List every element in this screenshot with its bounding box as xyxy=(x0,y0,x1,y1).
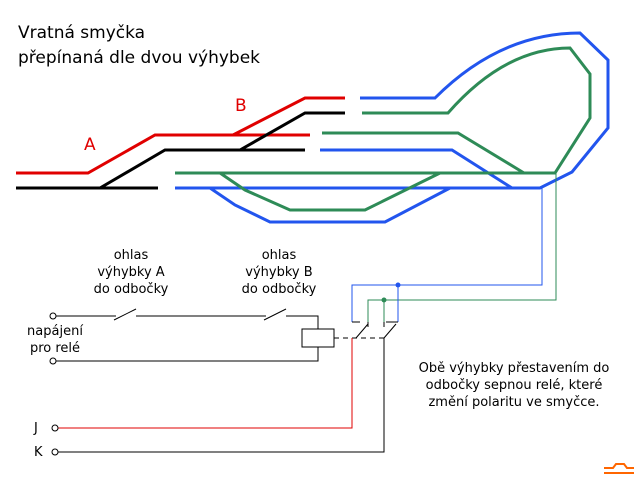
turnout-b-label: B xyxy=(235,96,247,116)
feedback-b-label: ohlas výhybky B do odbočky xyxy=(242,248,317,297)
power-label: napájení pro relé xyxy=(27,324,83,356)
junction-dot-blue xyxy=(395,282,401,288)
svg-text:výhybky A: výhybky A xyxy=(97,265,164,280)
svg-text:změní polaritu ve smyčce.: změní polaritu ve smyčce. xyxy=(428,395,599,410)
svg-text:výhybky B: výhybky B xyxy=(245,265,312,280)
svg-text:ohlas: ohlas xyxy=(262,248,297,263)
loop-feed-wires xyxy=(351,173,557,322)
power-terminal-1 xyxy=(49,312,57,320)
explanation-note: Obě výhybky přestavením do odbočky sepno… xyxy=(419,361,610,410)
power-terminal-2 xyxy=(49,357,57,365)
relay-contacts xyxy=(334,321,398,339)
title-line-2: přepínaná dle dvou výhybek xyxy=(18,48,260,68)
logo-icon xyxy=(604,463,634,474)
relay-coil xyxy=(301,328,335,348)
terminal-j-label: J xyxy=(33,421,38,436)
switch-feedback-a xyxy=(113,308,137,321)
svg-text:do odbočky: do odbočky xyxy=(94,282,169,297)
svg-text:pro relé: pro relé xyxy=(30,341,80,356)
track-green-rail xyxy=(175,46,592,212)
svg-text:napájení: napájení xyxy=(27,324,83,339)
junction-dot-green xyxy=(381,297,387,303)
track-black-rail xyxy=(16,111,345,190)
wire-j xyxy=(58,338,353,429)
track-blue-rail xyxy=(175,31,610,224)
terminal-j xyxy=(51,424,59,432)
track-red-rail xyxy=(16,96,345,175)
title-line-1: Vratná smyčka xyxy=(18,23,145,43)
svg-text:Obě výhybky přestavením do: Obě výhybky přestavením do xyxy=(419,361,610,376)
terminal-k-label: K xyxy=(34,445,43,460)
relay-power-circuit xyxy=(49,308,319,365)
svg-text:odbočky sepnou relé, které: odbočky sepnou relé, které xyxy=(426,378,603,393)
feedback-a-label: ohlas výhybky A do odbočky xyxy=(94,248,169,297)
svg-text:do odbočky: do odbočky xyxy=(242,282,317,297)
terminal-k xyxy=(51,448,59,456)
svg-text:ohlas: ohlas xyxy=(114,248,149,263)
wire-k xyxy=(58,338,385,453)
switch-feedback-b xyxy=(263,308,287,321)
turnout-a-label: A xyxy=(84,135,96,155)
